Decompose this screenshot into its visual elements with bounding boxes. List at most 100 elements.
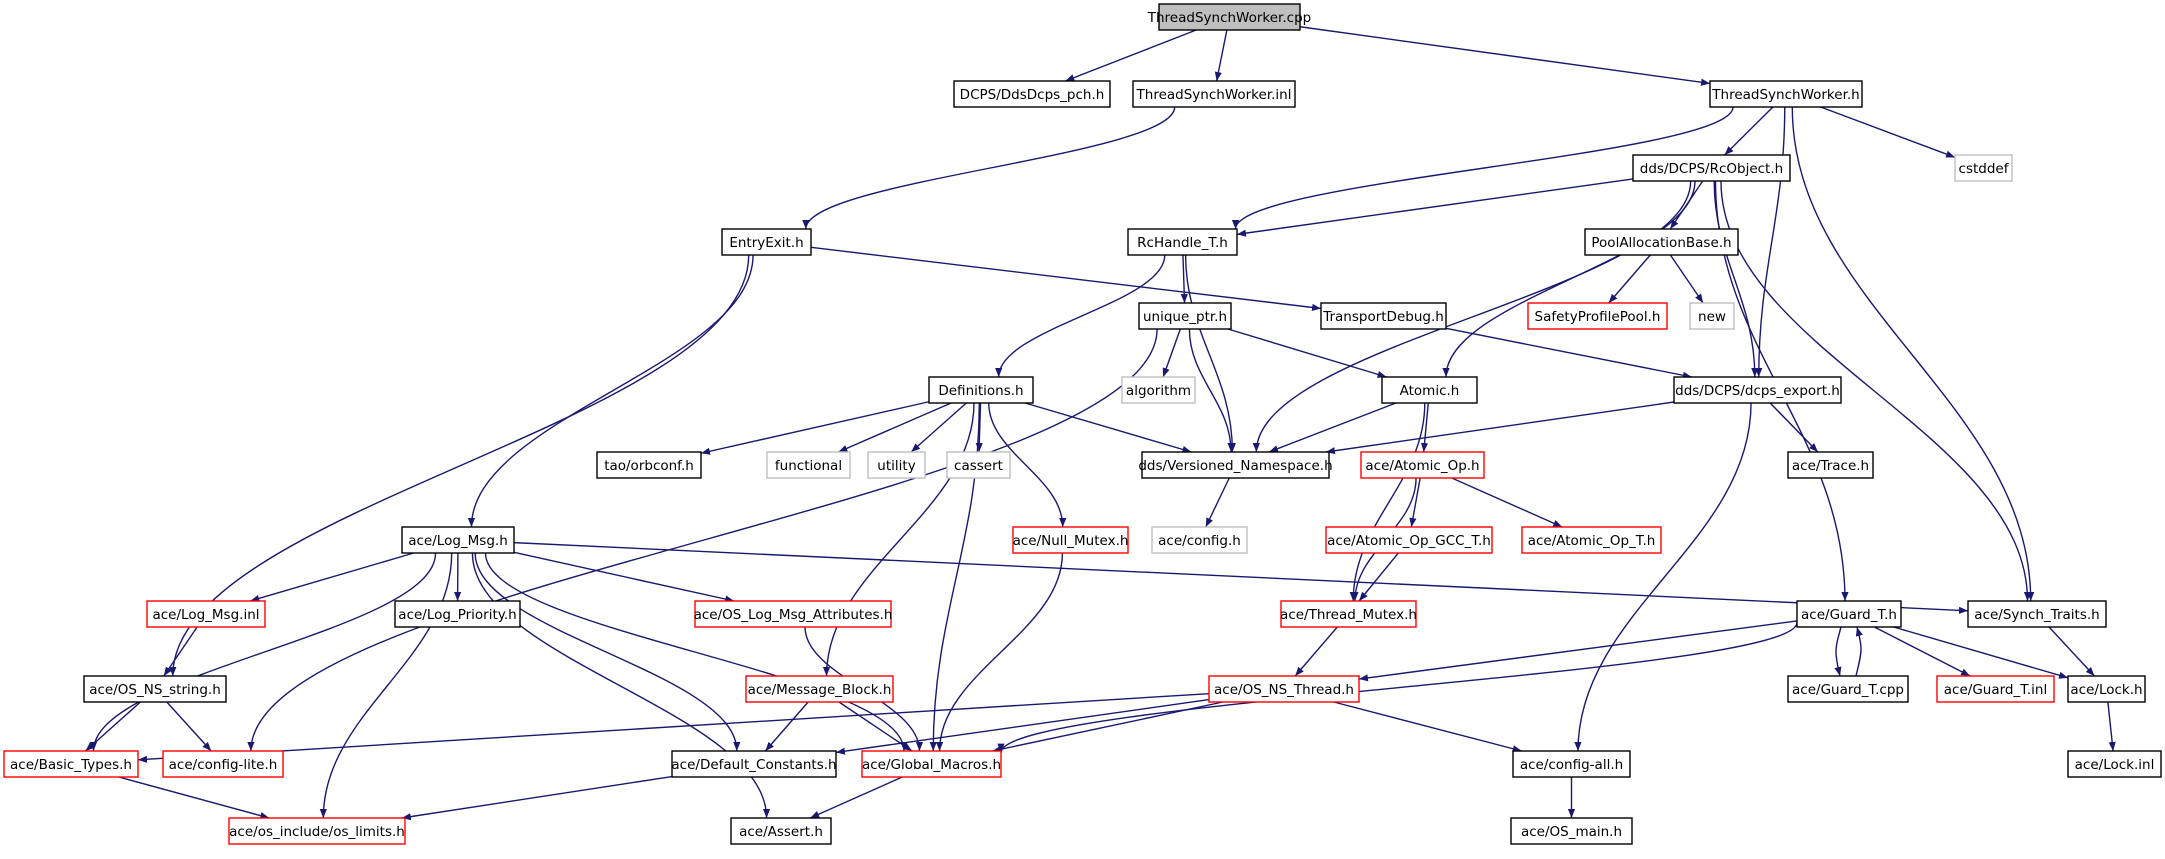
node-label: ace/Lock.inl xyxy=(2075,757,2155,773)
node-label: ace/Basic_Types.h xyxy=(10,757,132,773)
node-box xyxy=(228,817,406,845)
node-box xyxy=(1320,302,1447,330)
node-guardinl[interactable]: ace/Guard_T.inl xyxy=(1936,675,2055,703)
node-transdebug[interactable]: TransportDebug.h xyxy=(1320,302,1447,330)
node-assert[interactable]: ace/Assert.h xyxy=(730,817,832,845)
node-msgblock[interactable]: ace/Message_Block.h xyxy=(745,675,894,703)
node-box xyxy=(1127,228,1238,256)
node-guardt[interactable]: ace/Guard_T.h xyxy=(1796,600,1902,628)
node-utility: utility xyxy=(867,451,926,479)
node-threadmutex[interactable]: ace/Thread_Mutex.h xyxy=(1280,600,1417,628)
node-rchandle[interactable]: RcHandle_T.h xyxy=(1127,228,1238,256)
edge-nullmutex-to-globalmacros xyxy=(935,552,1064,752)
node-osnsthread[interactable]: ace/OS_NS_Thread.h xyxy=(1208,675,1360,703)
node-box xyxy=(1141,451,1330,479)
node-dcps-pch[interactable]: DCPS/DdsDcps_pch.h xyxy=(953,80,1111,108)
node-oslimits[interactable]: ace/os_include/os_limits.h xyxy=(228,817,406,845)
node-label: RcHandle_T.h xyxy=(1137,235,1228,251)
edge-entryexit-to-logmsg xyxy=(467,254,754,528)
node-logmsginl[interactable]: ace/Log_Msg.inl xyxy=(146,600,266,628)
node-dcpsexport[interactable]: dds/DCPS/dcps_export.h xyxy=(1673,376,1842,404)
node-box xyxy=(1512,750,1631,778)
edge-logmsginl-to-osnsstring xyxy=(163,626,198,677)
node-box xyxy=(694,600,892,628)
node-label: ace/OS_Log_Msg_Attributes.h xyxy=(694,607,893,623)
edge-tsw_h-to-rchandle xyxy=(1232,106,1734,230)
edge-osnsthread-to-globalmacros xyxy=(992,701,1224,753)
edge-poolalloc-to-safetypool xyxy=(1608,254,1651,304)
node-tsw-cpp[interactable]: ThreadSynchWorker.cpp xyxy=(1147,3,1311,31)
edge-uniqueptr-to-algorithm xyxy=(1162,328,1181,378)
node-box xyxy=(1954,154,2013,182)
node-label: ace/Thread_Mutex.h xyxy=(1280,607,1417,623)
node-guardcpp[interactable]: ace/Guard_T.cpp xyxy=(1787,675,1909,703)
node-orbconf[interactable]: tao/orbconf.h xyxy=(596,451,702,479)
node-atomicgcc[interactable]: ace/Atomic_Op_GCC_T.h xyxy=(1325,526,1493,554)
node-label: cassert xyxy=(954,458,1003,474)
node-configlite[interactable]: ace/config-lite.h xyxy=(162,750,284,778)
node-atomicop[interactable]: ace/Atomic_Op.h xyxy=(1360,451,1485,479)
node-label: new xyxy=(1698,309,1726,325)
edge-msgblock-to-defconst xyxy=(764,701,809,752)
node-osnsstring[interactable]: ace/OS_NS_string.h xyxy=(83,675,227,703)
edge-rcobject-to-atomic xyxy=(1442,180,1696,378)
node-box xyxy=(1936,675,2055,703)
node-label: ThreadSynchWorker.inl xyxy=(1136,87,1292,103)
node-synchtraits[interactable]: ace/Synch_Traits.h xyxy=(1967,600,2107,628)
node-box xyxy=(596,451,702,479)
node-definitions[interactable]: Definitions.h xyxy=(928,376,1034,404)
node-label: tao/orbconf.h xyxy=(604,458,694,474)
node-configall[interactable]: ace/config-all.h xyxy=(1512,750,1631,778)
edge-logmsg-to-assert xyxy=(471,552,771,819)
node-box xyxy=(861,750,1002,778)
node-label: ace/Atomic_Op.h xyxy=(1365,458,1479,474)
edge-logmsg-to-logmsginl xyxy=(250,552,414,602)
node-uniqueptr[interactable]: unique_ptr.h xyxy=(1138,302,1232,330)
edge-tsw_h-to-cstddef xyxy=(1820,106,1956,158)
edge-tsw_h-to-synchtraits xyxy=(1791,106,2035,602)
node-nullmutex[interactable]: ace/Null_Mutex.h xyxy=(1012,526,1129,554)
node-label: TransportDebug.h xyxy=(1322,309,1444,325)
node-atomic[interactable]: Atomic.h xyxy=(1381,376,1478,404)
edge-uniqueptr-to-versioned xyxy=(1188,328,1235,453)
node-logmsg[interactable]: ace/Log_Msg.h xyxy=(401,526,515,554)
node-label: ace/Atomic_Op_GCC_T.h xyxy=(1327,533,1491,549)
edge-rchandle-to-uniqueptr xyxy=(1180,254,1188,304)
node-logprio[interactable]: ace/Log_Priority.h xyxy=(394,600,521,628)
node-tsw-inl[interactable]: ThreadSynchWorker.inl xyxy=(1132,80,1296,108)
node-versioned[interactable]: dds/Versioned_Namespace.h xyxy=(1138,451,1333,479)
node-defconst[interactable]: ace/Default_Constants.h xyxy=(671,750,837,778)
node-tsw-h[interactable]: ThreadSynchWorker.h xyxy=(1709,80,1863,108)
edge-logmsg-to-globalmacros xyxy=(484,552,908,752)
node-osmain[interactable]: ace/OS_main.h xyxy=(1510,817,1633,845)
node-box xyxy=(1689,302,1735,330)
node-basictypes[interactable]: ace/Basic_Types.h xyxy=(3,750,139,778)
node-label: ace/Trace.h xyxy=(1792,458,1869,474)
node-box xyxy=(946,451,1011,479)
node-atomicopt[interactable]: ace/Atomic_Op_T.h xyxy=(1521,526,1662,554)
node-oslogattr[interactable]: ace/OS_Log_Msg_Attributes.h xyxy=(694,600,893,628)
node-label: ace/Guard_T.inl xyxy=(1944,682,2047,698)
node-box xyxy=(1138,302,1232,330)
node-trace[interactable]: ace/Trace.h xyxy=(1787,451,1874,479)
edge-transdebug-to-dcpsexport xyxy=(1445,327,1692,379)
node-safetypool[interactable]: SafetyProfilePool.h xyxy=(1527,302,1668,330)
node-box xyxy=(1967,600,2107,628)
node-label: ace/OS_main.h xyxy=(1521,824,1622,840)
node-globalmacros[interactable]: ace/Global_Macros.h xyxy=(861,750,1002,778)
node-box xyxy=(3,750,139,778)
edge-dcpsexport-to-configall xyxy=(1574,402,1752,752)
node-entryexit[interactable]: EntryExit.h xyxy=(721,228,812,256)
node-lockinl[interactable]: ace/Lock.inl xyxy=(2067,750,2162,778)
edge-tsw_inl-to-entryexit xyxy=(802,106,1176,230)
dependency-edges xyxy=(85,26,2116,821)
node-poolalloc[interactable]: PoolAllocationBase.h xyxy=(1584,228,1739,256)
edge-definitions-to-functional xyxy=(838,402,952,453)
node-box xyxy=(1151,526,1248,554)
node-label: functional xyxy=(775,458,842,474)
edge-tsw_cpp-to-tsw_inl xyxy=(1214,29,1228,82)
node-lock[interactable]: ace/Lock.h xyxy=(2067,675,2146,703)
node-box xyxy=(1381,376,1478,404)
node-rcobject[interactable]: dds/DCPS/RcObject.h xyxy=(1632,154,1791,182)
